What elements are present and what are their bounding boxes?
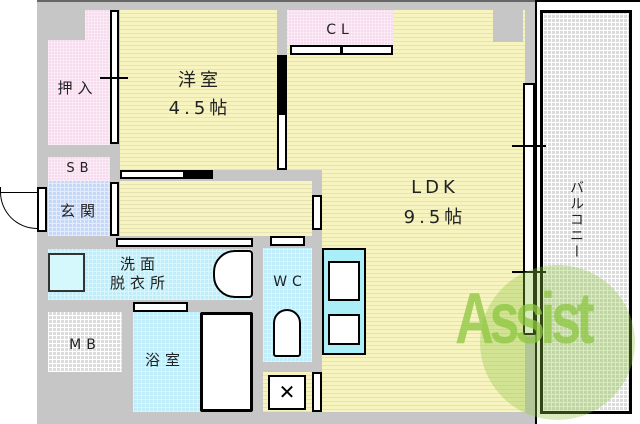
sb-label: SB [66, 161, 94, 176]
washroom-sliding-door[interactable] [116, 238, 253, 247]
cl-label: CL [326, 22, 354, 38]
bathtub [200, 312, 253, 412]
hallway [120, 181, 312, 236]
toilet [273, 309, 301, 357]
ventilation-fan-icon: ✕ [268, 375, 306, 410]
wc-label: WC [273, 274, 307, 290]
window-mark [512, 271, 546, 273]
cl-door-right[interactable] [341, 45, 393, 55]
inner-door[interactable] [110, 182, 119, 236]
stove-icon [328, 314, 360, 345]
cl-closet [288, 10, 393, 45]
balcony-floor [540, 10, 632, 414]
utility-door[interactable] [312, 372, 322, 412]
western-room-size: 4.5帖 [168, 98, 232, 119]
western-room-name: 洋室 [178, 70, 222, 91]
washing-machine-pan [48, 253, 85, 292]
wc-door[interactable] [270, 236, 305, 246]
door-leaf [0, 192, 37, 193]
kitchen-sink [328, 261, 360, 301]
entrance-label: 玄関 [59, 202, 100, 220]
ldk-size: 9.5帖 [403, 207, 467, 228]
watermark-logo [480, 265, 635, 420]
wall-corner [493, 10, 523, 42]
washroom-label-1: 洗面 [119, 255, 160, 273]
ldk-sliding-door[interactable] [277, 55, 287, 170]
western-room-sliding-door[interactable] [120, 170, 213, 179]
door-handle-mark [100, 77, 128, 79]
entrance-door[interactable] [37, 187, 47, 232]
bathroom-label: 浴室 [144, 351, 185, 369]
wall-edge [37, 0, 535, 2]
cl-door-left[interactable] [290, 45, 342, 55]
shoe-box [48, 157, 110, 181]
entrance-door-swing [0, 187, 37, 229]
western-room [120, 10, 277, 170]
watermark-text: Assist [455, 279, 595, 359]
washroom-label-2: 脱衣所 [109, 274, 170, 292]
ldk-name: LDK [411, 177, 459, 198]
meter-box [48, 312, 122, 372]
closet-lower [48, 40, 110, 145]
balcony-label: バルコニー [568, 180, 584, 260]
mb-label: MB [69, 337, 101, 353]
entrance [48, 181, 110, 236]
washbasin [213, 250, 253, 298]
closet-label: 押入 [57, 79, 98, 97]
ldk [287, 10, 525, 170]
ldk-door[interactable] [312, 195, 322, 230]
window-mark [512, 145, 546, 147]
bathroom-door[interactable] [133, 302, 188, 312]
